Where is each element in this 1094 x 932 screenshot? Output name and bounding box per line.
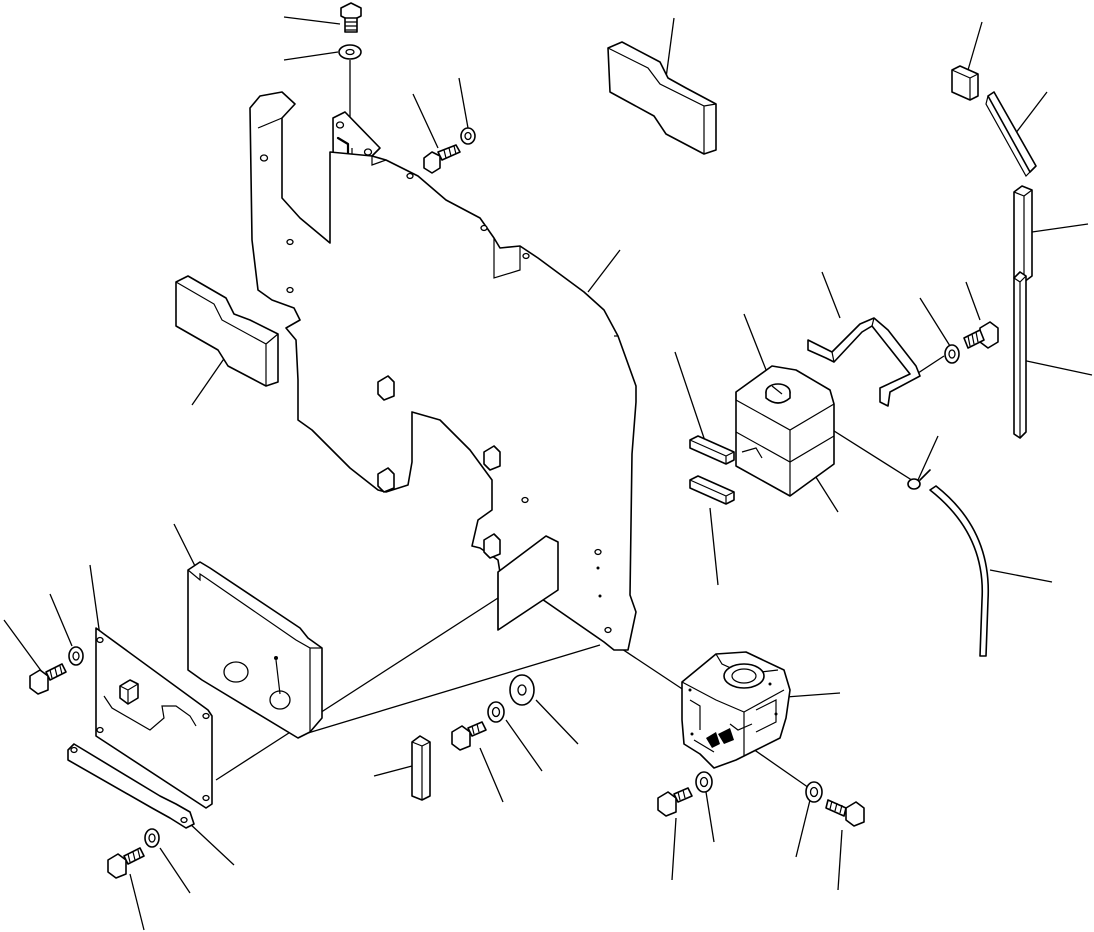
valve-cover-plate <box>187 561 323 739</box>
narrow-strip-pad <box>985 91 1037 177</box>
washer-top <box>338 44 362 60</box>
rubber-mount-washer <box>509 674 535 706</box>
small-block-pad <box>951 65 979 101</box>
main-mounting-plate <box>249 91 637 651</box>
label-plate-upper <box>689 435 735 465</box>
bolt-plate-upper <box>423 144 461 174</box>
side-block-pad <box>411 735 431 801</box>
long-strip-pad-lower <box>1013 271 1027 439</box>
tank-strap-bracket <box>807 317 921 407</box>
washer-box-right <box>805 781 823 803</box>
control-unit-box <box>681 651 791 769</box>
bolt-box-right <box>825 799 865 827</box>
bolt-left-bottom <box>107 847 145 879</box>
bolt-center <box>451 721 487 751</box>
washer-box-left <box>695 771 713 793</box>
small-bracket-strap <box>67 743 195 829</box>
spacer-plate <box>95 627 213 809</box>
washer-left-mid <box>68 646 84 666</box>
long-strip-pad-upper <box>1013 185 1033 283</box>
washer-center <box>487 701 505 723</box>
washer-bracket-right <box>944 344 960 364</box>
bolt-bracket-right <box>963 321 999 349</box>
hose-clip <box>907 469 931 490</box>
insulation-pad-left <box>175 275 279 387</box>
bolt-top <box>340 2 362 33</box>
bolt-left-mid <box>29 663 67 695</box>
insulation-pad-top <box>607 41 717 155</box>
reservoir-tank <box>735 365 835 497</box>
tank-cap <box>765 383 791 404</box>
label-plate-lower <box>689 475 735 505</box>
hose <box>929 485 990 657</box>
bolt-box-left <box>657 787 693 817</box>
washer-left-bottom <box>144 828 160 848</box>
washer-plate-upper <box>460 127 476 145</box>
